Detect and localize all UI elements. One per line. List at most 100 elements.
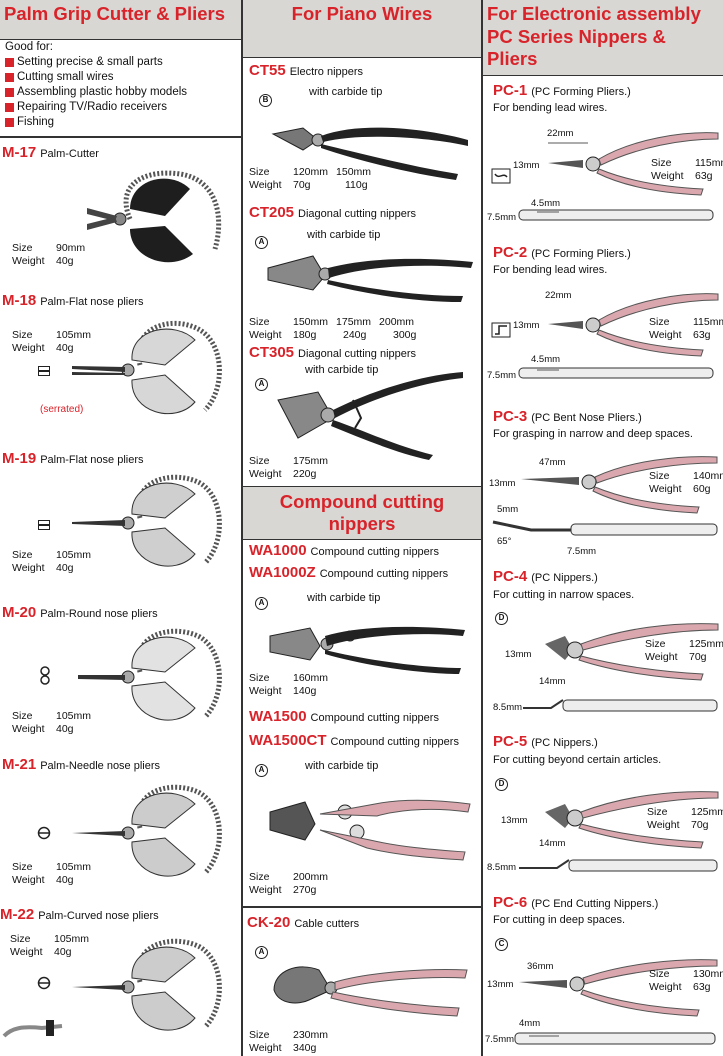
size-value: 150mm [336, 166, 372, 178]
weight-value: 300g [393, 329, 417, 341]
carbide-grade-icon: C [495, 938, 508, 951]
product-pc3-title: PC-3(PC Bent Nose Pliers.) [493, 408, 642, 425]
weight-value: 110g [345, 179, 368, 191]
weight-label: Weight [249, 685, 282, 697]
dimension-label: 13mm [513, 160, 540, 171]
size-label: Size [12, 710, 33, 722]
dimension-label: 22mm [545, 290, 572, 301]
size-label: Size [649, 316, 670, 328]
size-label: Size [12, 549, 33, 561]
carbide-grade-icon: D [495, 612, 508, 625]
product-desc: Palm-Flat nose pliers [40, 454, 144, 466]
good-for-item: Setting precise & small parts [5, 55, 187, 70]
product-code: PC-3 [493, 408, 528, 425]
round-jaw-icon [40, 666, 50, 685]
product-code: M-21 [2, 756, 37, 773]
product-desc: Palm-Curved nose pliers [38, 910, 159, 922]
curved-jaw-icon [37, 976, 51, 990]
product-desc: (PC Nippers.) [531, 572, 598, 584]
weight-value: 40g [56, 255, 74, 267]
carbide-grade-icon: D [495, 778, 508, 791]
size-value: 90mm [56, 242, 86, 254]
product-pc2-title: PC-2(PC Forming Pliers.) [493, 245, 631, 261]
carbide-tip-label: with carbide tip [305, 364, 379, 376]
good-for-item: Cutting small wires [5, 70, 187, 85]
size-label: Size [10, 933, 31, 945]
product-code: PC-1 [493, 82, 528, 99]
dimension-label: 4mm [519, 1018, 541, 1029]
size-value: 230mm [293, 1029, 329, 1041]
weight-value: 40g [56, 723, 74, 735]
weight-label: Weight [249, 1042, 282, 1054]
product-use: For bending lead wires. [493, 102, 608, 114]
carbide-grade-icon: A [255, 946, 268, 959]
product-code: PC-5 [493, 733, 528, 750]
palm-grip-header: Palm Grip Cutter & Pliers [0, 0, 241, 40]
product-use: For cutting in deep spaces. [493, 914, 626, 926]
size-value: 200mm [293, 871, 329, 883]
size-label: Size [249, 166, 270, 178]
weight-value: 63g [695, 170, 713, 182]
product-use: For cutting beyond certain articles. [493, 754, 662, 766]
size-value: 115mm [693, 316, 723, 328]
needle-jaw-icon [37, 826, 51, 840]
good-for-item: Fishing [5, 115, 187, 130]
size-value: 120mm [293, 166, 329, 178]
palm-cutter-illustration [87, 170, 222, 263]
product-desc: Palm-Cutter [40, 148, 99, 160]
weight-label: Weight [249, 884, 282, 896]
palm-curved-pliers-illustration [72, 938, 222, 1031]
palm-grip-column: Palm Grip Cutter & Pliers Good for: Sett… [0, 0, 241, 1056]
pc-series-header: For Electronic assembly PC Series Nipper… [483, 0, 723, 76]
dimension-label: 8.5mm [487, 862, 517, 873]
pc5-nippers-illustration [545, 791, 719, 849]
product-desc: (PC Forming Pliers.) [531, 86, 631, 98]
palm-flat-pliers-illustration [72, 320, 222, 415]
product-desc: (PC End Cutting Nippers.) [531, 898, 659, 910]
dimension-label: 14mm [539, 838, 566, 849]
good-for-item: Repairing TV/Radio receivers [5, 100, 187, 115]
weight-value: 220g [293, 468, 317, 480]
product-code: PC-6 [493, 894, 528, 911]
product-pc6-title: PC-6(PC End Cutting Nippers.) [493, 894, 659, 911]
product-desc: Compound cutting nippers [330, 736, 459, 748]
good-for-title: Good for: [5, 41, 53, 53]
weight-label: Weight [12, 874, 45, 886]
pc4-side-view-illustration [523, 699, 718, 712]
size-value: 160mm [293, 672, 329, 684]
dimension-label: 13mm [489, 478, 516, 489]
ct55-nippers-illustration [271, 127, 468, 180]
dimension-label: 7.5mm [487, 370, 517, 381]
dimension-label: 7.5mm [487, 212, 517, 223]
product-code: M-18 [2, 292, 37, 309]
curved-tip-detail-illustration [2, 1020, 63, 1038]
product-desc: Compound cutting nippers [310, 712, 439, 724]
dimension-label: 7.5mm [485, 1034, 515, 1045]
product-pc1-title: PC-1(PC Forming Pliers.) [493, 82, 631, 99]
ct205-nippers-illustration [267, 255, 473, 302]
product-code: M-20 [2, 604, 37, 621]
weight-value: 40g [54, 946, 72, 958]
product-code: WA1500 [249, 708, 307, 725]
carbide-grade-icon: A [255, 378, 268, 391]
weight-label: Weight [249, 179, 282, 191]
carbide-tip-label: with carbide tip [307, 229, 381, 241]
divider [0, 136, 241, 138]
dimension-label: 13mm [505, 649, 532, 660]
weight-label: Weight [645, 651, 678, 663]
product-desc: Diagonal cutting nippers [298, 348, 417, 360]
